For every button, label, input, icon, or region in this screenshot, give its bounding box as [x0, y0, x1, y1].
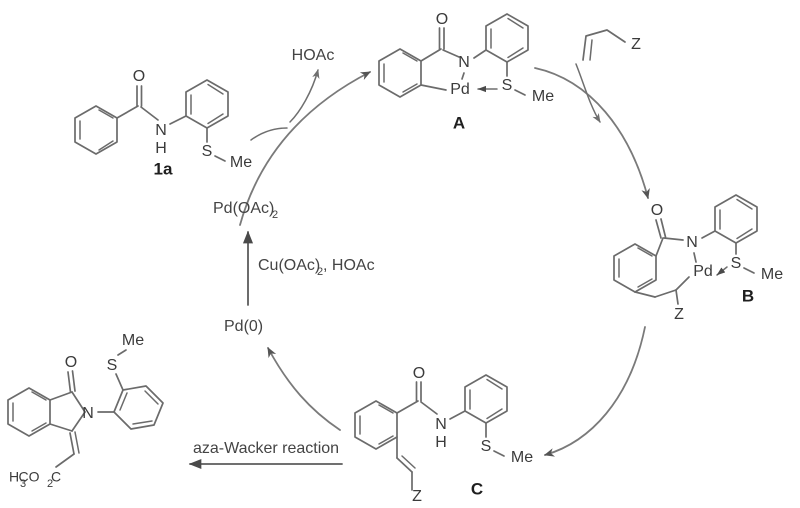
atom-nitrogen-b: N — [686, 234, 698, 251]
label-pd-oac2-sub: 2 — [272, 209, 278, 221]
atom-oxygen-b: O — [651, 202, 663, 219]
atom-ester-co: CO — [19, 469, 40, 485]
label-complex-a: A — [453, 113, 465, 132]
atom-oxygen-c: O — [413, 365, 425, 382]
phenyl-ring-thioanisole-1a — [185, 79, 229, 129]
label-cu-oac2-pre: Cu(OAc) — [258, 257, 320, 274]
structure-complex-a: O N Pd S Me A — [378, 11, 554, 132]
atom-methyl-product: Me — [122, 332, 144, 349]
phenyl-ring-thioanisole-a — [485, 13, 529, 63]
atom-ester-c: C — [51, 469, 61, 485]
atom-ester-h: H — [9, 469, 19, 485]
structure-complex-b: O N Pd Z S Me B — [613, 194, 783, 323]
structure-complex-c: O N H S Me Z C — [354, 365, 533, 505]
atom-sulfur-1a: S — [202, 143, 213, 160]
label-pd0: Pd(0) — [224, 318, 263, 335]
atom-ester-sub1: 3 — [20, 478, 26, 490]
atom-zgroup-alkene: Z — [631, 36, 641, 53]
atom-oxygen-a: O — [436, 11, 448, 28]
arrow-alkene-in — [575, 63, 601, 123]
atom-nitrogen-c: N — [435, 416, 447, 433]
arrow-cycle-bottom-left — [267, 347, 341, 431]
label-aza-wacker-reaction: aza-Wacker reaction — [193, 440, 339, 457]
phenyl-ring-thioanisole-b — [714, 194, 758, 244]
atom-ester-sub2: 2 — [47, 478, 53, 490]
phenyl-ring-a — [378, 48, 422, 98]
arrow-substrate-feed — [250, 127, 288, 141]
atom-hydrogen-c: H — [435, 434, 447, 451]
label-cu-oac2-post: , HOAc — [323, 257, 375, 274]
atom-zgroup-b: Z — [674, 306, 684, 323]
atom-hydrogen-1a: H — [155, 140, 167, 157]
atom-sulfur-b: S — [731, 255, 742, 272]
atom-methyl-1a: Me — [230, 154, 252, 171]
atom-palladium-a: Pd — [450, 81, 470, 98]
phenyl-ring-product — [7, 387, 51, 437]
structure-product-isoindolinone: O N H 3 CO 2 C S Me — [7, 332, 164, 490]
label-complex-b: B — [742, 286, 754, 305]
atom-methyl-c: Me — [511, 449, 533, 466]
atom-methyl-a: Me — [532, 88, 554, 105]
label-cu-oac2-hoac: Cu(OAc) 2 , HOAc — [258, 257, 375, 278]
atom-nitrogen-product: N — [82, 405, 94, 422]
label-pd-oac2-text: Pd(OAc) — [213, 200, 274, 217]
phenyl-ring-thioanisole-c — [464, 374, 508, 424]
atom-sulfur-a: S — [502, 77, 513, 94]
label-pd-oac2: Pd(OAc) 2 — [213, 200, 278, 221]
phenyl-ring-thioanisole-product — [113, 385, 164, 430]
label-cu-oac2-sub: 2 — [317, 266, 323, 278]
phenyl-ring-c — [354, 400, 398, 450]
atom-palladium-b: Pd — [693, 263, 713, 280]
label-substrate-1a: 1a — [154, 159, 173, 178]
arrow-cycle-top-left — [239, 71, 371, 226]
label-complex-c: C — [471, 479, 483, 498]
label-hoac: HOAc — [292, 47, 335, 64]
atom-oxygen-1a: O — [133, 68, 145, 85]
atom-oxygen-product: O — [65, 354, 77, 371]
atom-nitrogen-a: N — [458, 54, 470, 71]
atom-zgroup-c: Z — [412, 488, 422, 505]
structure-alkene-z: Z — [582, 29, 641, 61]
atom-sulfur-c: S — [481, 438, 492, 455]
atom-sulfur-product: S — [107, 357, 118, 374]
label-methyl-ester: H 3 CO 2 C — [9, 469, 61, 490]
dative-bond-s-pd-b — [716, 266, 728, 276]
phenyl-ring-b — [613, 243, 657, 293]
structure-substrate-1a: O N H S Me 1a — [74, 68, 252, 178]
atom-nitrogen-1a: N — [155, 122, 167, 139]
arrow-cycle-top-right — [534, 67, 650, 200]
atom-methyl-b: Me — [761, 266, 783, 283]
phenyl-ring-benzoyl — [74, 105, 118, 155]
arrow-cycle-bottom-right — [543, 326, 646, 457]
arrow-hoac-out — [289, 69, 320, 123]
